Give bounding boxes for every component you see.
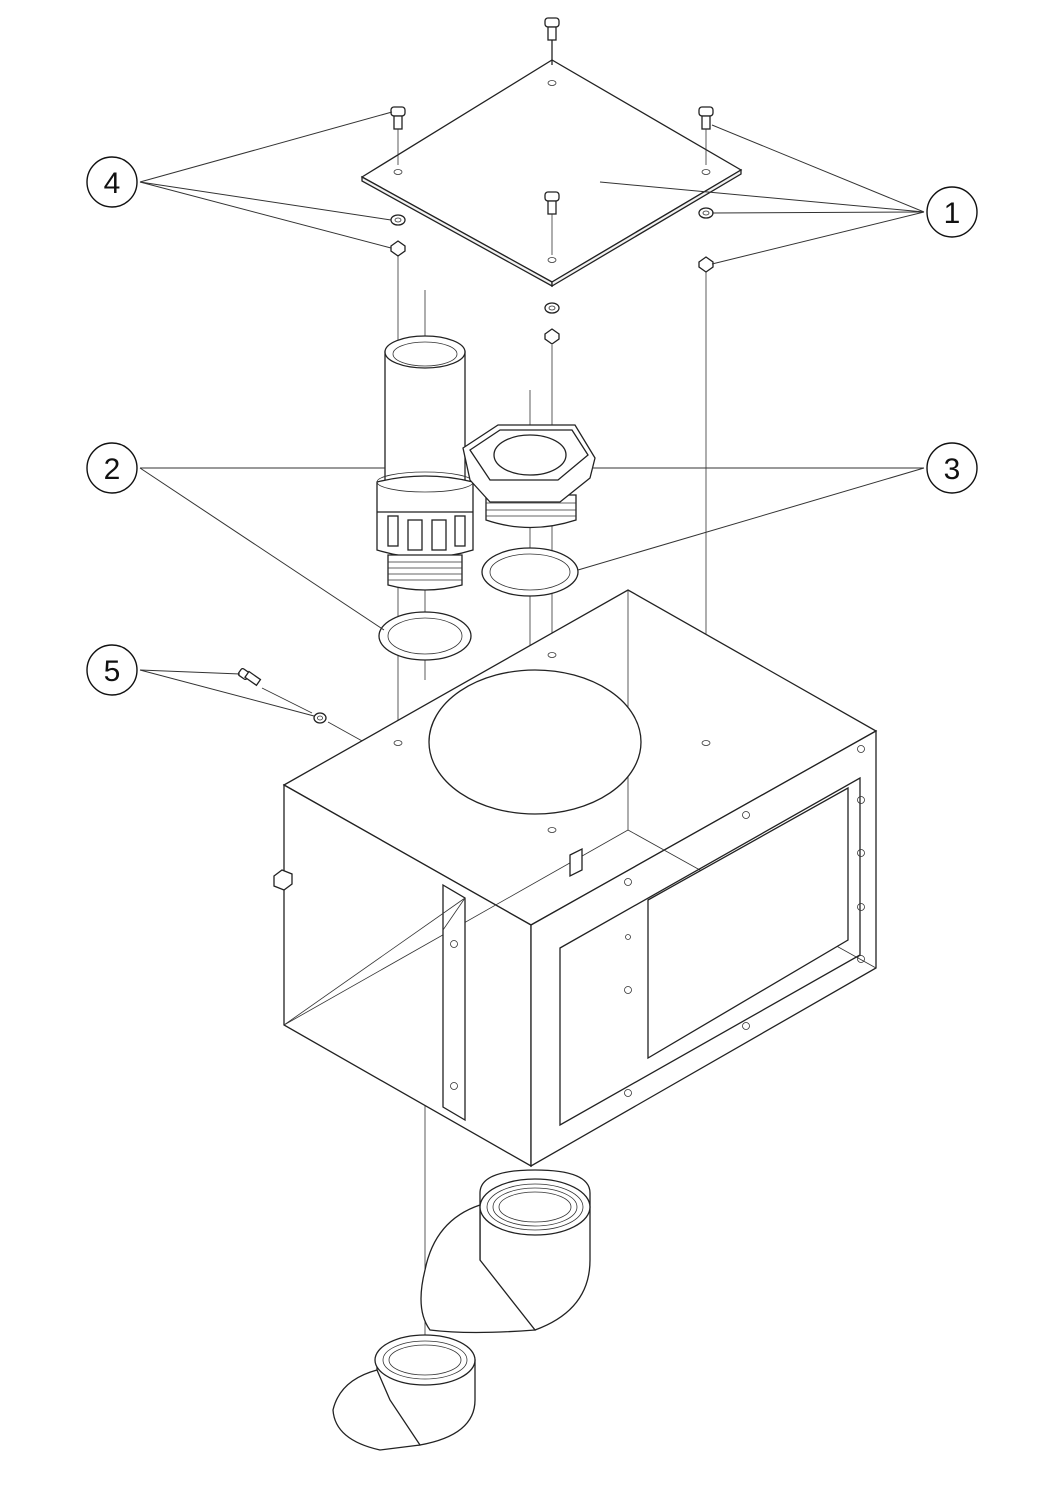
leader-lines <box>139 111 925 717</box>
screw-right <box>698 106 714 165</box>
callout-5: 5 <box>86 644 138 696</box>
pipe-union-assembly <box>376 335 474 591</box>
callout-4-label: 4 <box>104 167 121 200</box>
callout-1: 1 <box>926 186 978 238</box>
o-ring-2 <box>378 611 472 661</box>
o-ring-3 <box>481 547 579 597</box>
elbow-fitting-upper <box>420 1169 591 1334</box>
screw-left <box>390 106 406 165</box>
screw-top <box>544 17 560 65</box>
callout-3: 3 <box>926 442 978 494</box>
cover-plate <box>360 59 743 288</box>
housing-box <box>273 589 878 1168</box>
elbow-fitting-lower <box>332 1334 476 1451</box>
bulkhead-fitting <box>462 424 596 529</box>
screws <box>390 17 714 255</box>
callout-2: 2 <box>86 442 138 494</box>
screw-center <box>544 191 560 255</box>
callout-3-label: 3 <box>944 453 961 486</box>
callout-1-label: 1 <box>944 197 961 230</box>
callout-5-label: 5 <box>104 655 121 688</box>
callout-2-label: 2 <box>104 453 121 486</box>
callout-4: 4 <box>86 156 138 208</box>
